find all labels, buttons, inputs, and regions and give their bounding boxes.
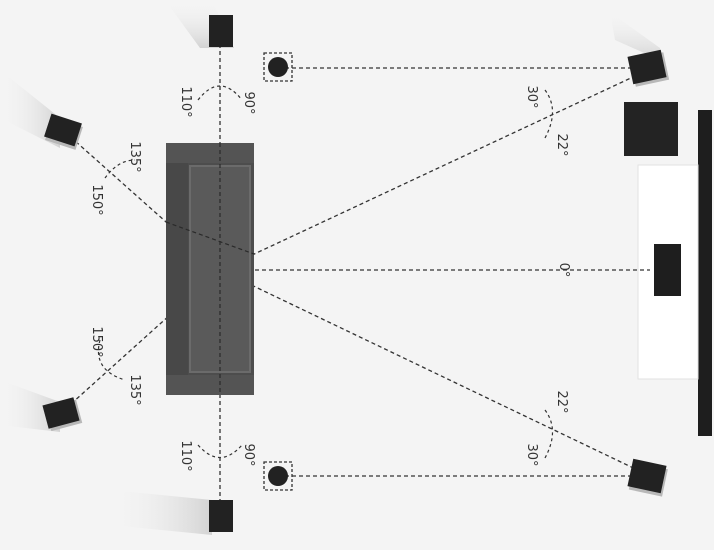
angle-arcs [97,85,554,459]
speaker-box-icon [627,458,667,494]
tv-side-cabinet [624,102,678,156]
label-rear-bottom-150: 150° [89,326,104,357]
sofa-back [166,163,188,375]
subwoofer-top[interactable] [263,52,293,82]
tv-wall [698,110,712,436]
subwoofers [263,52,293,491]
speaker-shadows [0,0,660,535]
measurement-lines [61,30,650,515]
arc-side-bottom [197,444,243,459]
label-side-top-110: 110° [178,86,193,117]
subwoofer-frame [263,461,293,491]
shadow-rear-bottom [0,380,60,432]
arc-front-right [544,89,554,139]
label-front-right-inner: 22° [554,133,569,156]
center-speaker[interactable] [654,244,681,296]
angle-labels: 0° 22° 30° 22° 30° 90° 110° 90° 110° 135… [89,85,571,471]
shadow-front-right [610,12,660,60]
speaker-front-left[interactable] [627,458,669,497]
speaker-box-icon [42,397,80,429]
speaker-box-icon [209,500,233,532]
subwoofer-frame [263,52,293,82]
line-front-left [219,269,649,476]
speaker-box-icon [627,49,667,85]
arc-front-left [544,409,554,459]
sofa-arm-top [166,143,254,163]
arc-side-top [197,85,243,101]
label-front-center: 0° [556,263,571,278]
speaker-box-icon [44,113,82,147]
label-front-right-outer: 30° [524,85,539,108]
arc-rear-top [104,159,136,179]
sofa [166,143,254,395]
label-front-left-inner: 22° [554,390,569,413]
speaker-rear-top[interactable] [43,113,84,150]
label-rear-bottom-135: 135° [127,374,142,405]
shadow-rear-top [0,70,60,148]
speaker-side-bottom[interactable] [209,500,233,532]
overlay-rear-top [165,221,255,255]
label-rear-top-135: 135° [127,141,142,172]
label-front-left-outer: 30° [524,443,539,466]
line-front-right [219,69,649,271]
speakers [42,15,670,532]
label-rear-top-150: 150° [89,184,104,215]
speaker-front-right[interactable] [627,49,670,87]
sofa-overlay-lines [165,143,255,395]
tv-area [624,102,712,436]
sofa-arm-bottom [166,375,254,395]
subwoofer-round-icon [268,57,288,77]
label-side-top-90: 90° [241,91,256,114]
arc-rear-bottom [97,339,126,381]
shadow-side-bottom [110,490,212,535]
label-side-bottom-110: 110° [178,440,193,471]
subwoofer-round-icon [268,466,288,486]
speaker-box-icon [209,15,233,47]
label-side-bottom-90: 90° [241,443,256,466]
speaker-side-top[interactable] [209,15,233,47]
speaker-rear-bottom[interactable] [42,397,83,432]
subwoofer-bottom[interactable] [263,461,293,491]
